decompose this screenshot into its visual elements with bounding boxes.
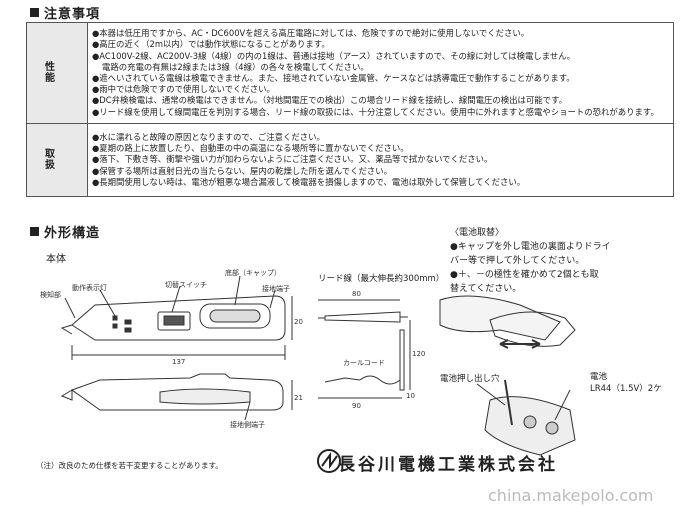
indicator-lamp <box>124 319 132 325</box>
label-ground-side-terminal: 接地側端子 <box>230 421 265 429</box>
driver-icon <box>504 379 513 426</box>
note-line: ●夏期の路上に放置したり、自動車の中の高温になる場所等に置かないでください。 <box>92 143 409 154</box>
note-line: ●遮へいされている電線は検電できません。また、接地されていない金属管、ケースなど… <box>92 73 575 83</box>
row-body-performance: ●本器は低圧用ですから、AC・DC600Vを超える高圧電路に対しては、危険ですの… <box>87 22 674 124</box>
footer-note: （注）改良のため仕様を若干変更することがあります。 <box>36 461 223 470</box>
leader-line <box>234 275 241 306</box>
logo-circle-icon <box>317 449 341 473</box>
leader-line <box>269 289 276 309</box>
curl-cord <box>359 375 401 385</box>
label-lead-title: リード線（最大伸長約300mm） <box>318 274 445 284</box>
note-line: ●本器は低圧用ですから、AC・DC600Vを超える高圧電路に対しては、危険ですの… <box>92 28 530 39</box>
notes-row-performance: 性 能 ●本器は低圧用ですから、AC・DC600Vを超える高圧電路に対しては、危… <box>26 22 674 124</box>
label-indicator: 動作表示灯 <box>72 284 107 292</box>
tester-cap-illustration <box>489 311 576 347</box>
lead-probe <box>324 377 361 383</box>
dim-width: 20 <box>294 318 303 326</box>
tester-side-tip <box>60 389 73 401</box>
tester-tip <box>60 324 73 335</box>
dim-lead-h: 120 <box>412 350 426 358</box>
label-detector: 検知部 <box>40 291 61 299</box>
label-curl-cord: カールコード <box>343 359 385 367</box>
dim-length: 137 <box>172 358 186 366</box>
battery-line: ●＋、－の極性を確かめて2個とも取 <box>450 270 599 280</box>
label-switch: 切替スイッチ <box>165 281 207 289</box>
row-label-handling: 取 扱 <box>26 123 88 197</box>
watermark: china.makepolo.com <box>488 486 654 505</box>
indicator-lamp <box>124 327 132 333</box>
structure-heading-text: 外形構造 <box>44 226 101 241</box>
battery-line: ●キャップを外し電池の裏面よりドライ <box>450 242 611 252</box>
label-battery-hole: 電池押し出し穴 <box>440 374 500 384</box>
heading-square-icon <box>30 227 39 236</box>
tester-top-body <box>71 295 286 341</box>
battery-line: 替えてください。 <box>450 284 522 294</box>
notes-heading-text: 注意事項 <box>44 7 101 22</box>
note-line: ●水に濡れると故障の原因となりますので、ご注意ください。 <box>92 131 325 142</box>
note-line: ●長期間使用しない時は、電池が粗悪な場合漏液して検電器を損傷しますので、電池は取… <box>92 176 526 187</box>
dim-lead-side: 10 <box>406 392 415 400</box>
dim-lead-w: 80 <box>352 290 361 298</box>
side-grip <box>159 388 251 405</box>
note-line: ●雨中では危険ですので使用しないでください。 <box>92 84 275 95</box>
notes-row-handling: 取 扱 ●水に濡れると故障の原因となりますので、ご注意ください。 ●夏期の路上に… <box>26 123 674 197</box>
note-line: 電路の充電の有無は2線または3線（4線）の各々を検電してください。 <box>102 61 369 72</box>
leader-line <box>476 383 506 406</box>
battery-line: バー等で押して外してください。 <box>450 256 585 266</box>
note-line: ●保管する場所は直射日光の当たらない、屋内の乾燥した所を選んでください。 <box>92 165 393 176</box>
label-battery-spec: LR44（1.5V）2ケ <box>590 384 662 394</box>
note-line: ●落下、下敷き等、衝撃や強い力が加わらないようにご注意ください。又、薬品等で拭か… <box>92 154 493 165</box>
battery-cell-icon <box>523 415 537 429</box>
cap-slot <box>209 309 261 323</box>
leader-line <box>554 389 571 421</box>
battery-title: 〈電池取替〉 <box>450 228 505 238</box>
notes-heading: 注意事項 <box>30 3 100 22</box>
hand-illustration <box>439 295 561 341</box>
heading-square-icon <box>30 8 39 17</box>
switch-box <box>157 311 191 331</box>
indicator-lamp <box>112 315 118 321</box>
structure-heading: 外形構造 <box>30 222 100 241</box>
label-battery: 電池 <box>590 372 608 382</box>
leader-line <box>171 285 181 313</box>
dim-height: 21 <box>294 394 303 402</box>
switch-knob <box>163 315 185 326</box>
note-line: ●リード線を使用して線間電圧を判別する場合、リード線の取扱には、十分注意してくだ… <box>92 106 659 117</box>
row-label-performance: 性 能 <box>26 22 88 124</box>
logo-bolt-icon <box>321 451 338 470</box>
note-line: ●DC弁検検電は、通常の検電はできません。（対地間電圧での検出）この場合リード線… <box>92 95 567 106</box>
leader-line <box>244 401 251 421</box>
notes-table: 性 能 ●本器は低圧用ですから、AC・DC600Vを超える高圧電路に対しては、危… <box>26 22 674 197</box>
battery-cell-icon <box>545 421 559 435</box>
company-name: 長谷川電機工業株式会社 <box>338 455 558 475</box>
dim-lead-bottom: 90 <box>352 402 361 410</box>
leader-line <box>99 289 116 317</box>
note-line: ●高圧の近く（2m以内）では動作状態になることがあります。 <box>92 39 330 50</box>
double-arrow-icon <box>499 339 541 349</box>
leader-line <box>64 297 76 319</box>
body-label: 本体 <box>46 254 66 265</box>
row-body-handling: ●水に濡れると故障の原因となりますので、ご注意ください。 ●夏期の路上に放置した… <box>87 123 674 197</box>
note-line: ●AC100V-2線、AC200V-3線（4線）の内の1線は、普通は接地（アース… <box>92 50 576 61</box>
lead-plug <box>324 311 401 323</box>
label-ground-terminal: 接地端子 <box>262 285 290 293</box>
tester-side-body <box>70 373 284 411</box>
indicator-lamp <box>112 323 118 329</box>
label-cap: 底部（キャップ） <box>225 269 281 277</box>
lead-connector <box>399 329 405 391</box>
